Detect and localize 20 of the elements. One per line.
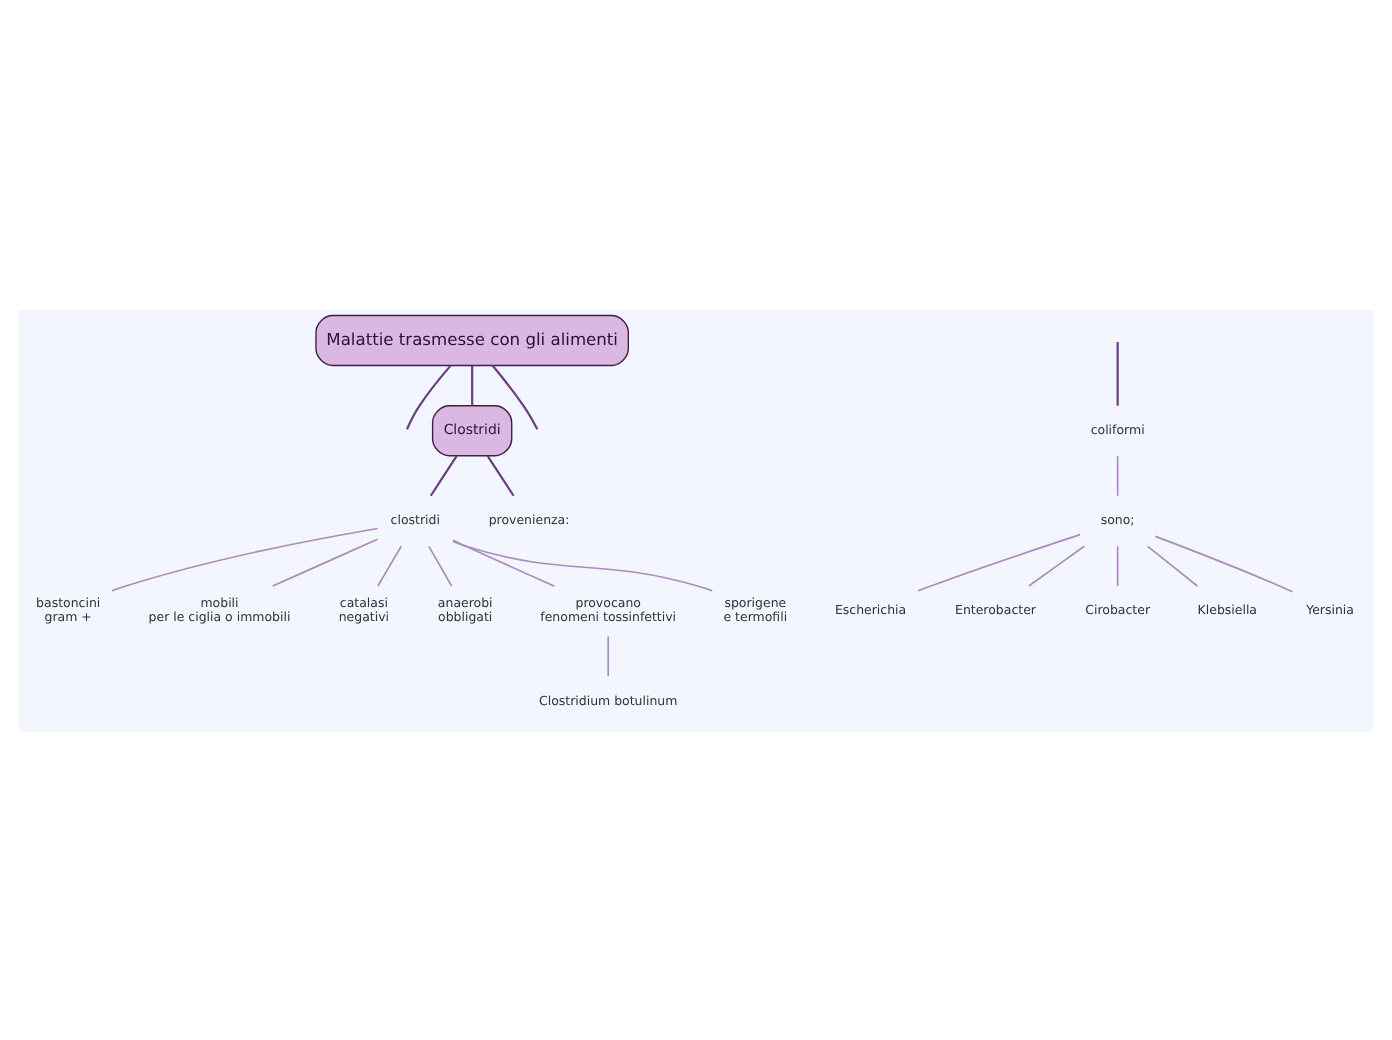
connector — [491, 363, 539, 429]
connector — [429, 454, 458, 496]
connector — [1116, 454, 1119, 496]
node-box: Malattie trasmesse con gli alimenti — [315, 313, 630, 366]
connector — [917, 532, 1081, 591]
connector — [111, 526, 379, 591]
connector — [377, 544, 403, 586]
connector — [1116, 544, 1119, 586]
connector — [1028, 544, 1086, 586]
connector — [452, 539, 714, 591]
connector — [1146, 544, 1199, 586]
connector — [607, 634, 610, 677]
connector — [471, 364, 474, 405]
connector — [452, 538, 556, 586]
connector — [486, 454, 515, 496]
connector — [428, 544, 453, 586]
connector — [1154, 534, 1294, 592]
connector — [271, 537, 379, 586]
connector — [1116, 341, 1119, 405]
connector — [405, 364, 452, 429]
